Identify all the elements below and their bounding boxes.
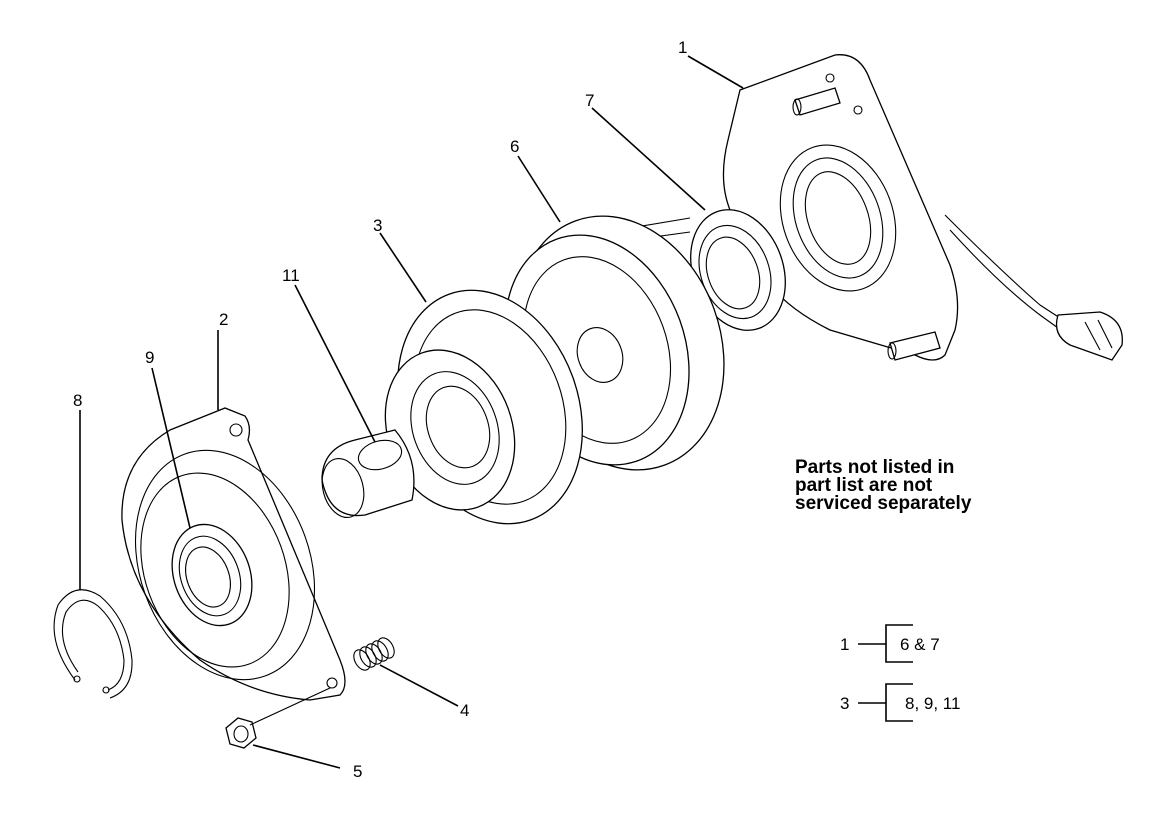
service-note-line: part list are not — [795, 475, 933, 496]
part-1-bracket — [722, 54, 1123, 361]
callout-9: 9 — [145, 348, 154, 367]
kit-parent-label: 3 — [840, 694, 849, 713]
kit-1: 1 6 & 7 — [840, 624, 940, 663]
callout-11: 11 — [282, 266, 300, 285]
callout-3: 3 — [373, 216, 382, 235]
callout-7: 7 — [585, 91, 594, 110]
part-8-snap-ring — [53, 589, 133, 699]
part-3-hub — [384, 289, 583, 525]
part-4-spring — [353, 637, 395, 671]
service-note-line: serviced separately — [795, 493, 972, 514]
leader-lines — [79, 55, 744, 769]
callout-2: 2 — [219, 310, 228, 329]
kit-contents-label: 6 & 7 — [900, 635, 940, 654]
callout-4: 4 — [460, 701, 469, 720]
kit-contents-label: 8, 9, 11 — [905, 694, 960, 713]
part-11-sleeve — [321, 429, 415, 518]
kit-3: 3 8, 9, 11 — [840, 683, 960, 722]
callout-8: 8 — [73, 391, 82, 410]
service-note-line: Parts not listed in — [795, 457, 955, 478]
service-note: Parts not listed in part list are not se… — [795, 457, 1055, 514]
kit-list: 1 6 & 7 3 8, 9, 11 — [840, 624, 960, 722]
kit-parent-label: 1 — [840, 635, 849, 654]
callout-1: 1 — [678, 38, 687, 57]
part-9-bearing — [171, 523, 253, 627]
callout-labels: 1 2 3 4 5 6 7 8 9 11 — [73, 38, 687, 781]
callout-6: 6 — [510, 137, 519, 156]
callout-5: 5 — [353, 762, 362, 781]
part-5-nut — [225, 717, 257, 749]
